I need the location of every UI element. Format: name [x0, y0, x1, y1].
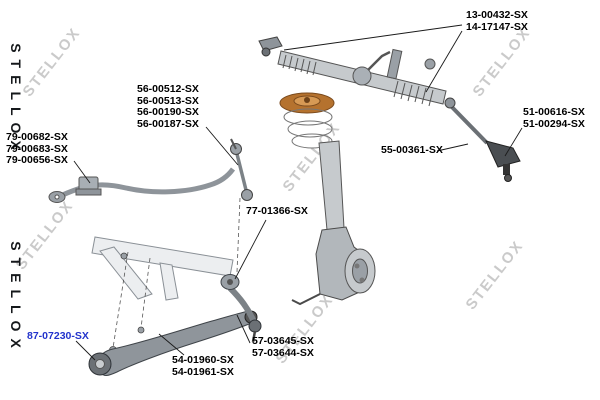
part-number[interactable]: 54-01961-SX: [172, 365, 234, 378]
part-number[interactable]: 13-00432-SX: [466, 9, 528, 21]
part-number[interactable]: 56-00513-SX: [137, 94, 199, 107]
label-group-control-arms-rear: 57-03645-SX 57-03644-SX: [252, 335, 314, 359]
part-number[interactable]: 57-03644-SX: [252, 346, 314, 359]
part-number[interactable]: 55-00361-SX: [381, 144, 443, 156]
part-number[interactable]: 56-00190-SX: [137, 106, 199, 119]
part-number[interactable]: 79-00656-SX: [6, 154, 68, 167]
part-number[interactable]: 56-00512-SX: [137, 83, 199, 95]
part-number[interactable]: 57-03645-SX: [252, 335, 314, 347]
alignment-dashed-lines: [112, 197, 241, 349]
part-number[interactable]: 14-17147-SX: [466, 20, 528, 33]
part-number-highlighted[interactable]: 87-07230-SX: [27, 330, 89, 342]
part-number[interactable]: 51-00294-SX: [523, 117, 585, 130]
part-number[interactable]: 54-01960-SX: [172, 354, 234, 366]
label-group-axial-rod: 55-00361-SX: [381, 144, 443, 157]
part-number[interactable]: 51-00616-SX: [523, 106, 585, 118]
part-number[interactable]: 77-01366-SX: [246, 205, 308, 217]
control-arm-rear-drawing: [220, 274, 262, 343]
part-number[interactable]: 56-00187-SX: [137, 117, 199, 130]
leader-lines: [73, 24, 523, 361]
label-group-stabilizer-links: 56-00512-SX 56-00513-SX 56-00190-SX 56-0…: [137, 83, 199, 130]
stabilizer-link-drawing: [230, 138, 253, 201]
part-number[interactable]: 79-00682-SX: [6, 131, 68, 143]
label-group-control-arm-highlighted: 87-07230-SX: [27, 330, 89, 343]
steering-rack-drawing: [258, 36, 447, 107]
subframe-drawing: [91, 236, 234, 301]
part-number[interactable]: 79-00683-SX: [6, 142, 68, 155]
label-group-arm-bushing: 77-01366-SX: [246, 205, 308, 218]
stabilizer-bar-drawing: [48, 167, 236, 203]
tie-rod-drawing: [444, 97, 521, 182]
label-group-steering-gear: 13-00432-SX 14-17147-SX: [466, 9, 528, 33]
label-group-stabilizer-bushings: 79-00682-SX 79-00683-SX 79-00656-SX: [6, 131, 68, 167]
strut-assembly-drawing: [279, 92, 376, 306]
label-group-control-arms-lower: 54-01960-SX 54-01961-SX: [172, 354, 234, 378]
label-group-tie-rod-ends: 51-00616-SX 51-00294-SX: [523, 106, 585, 130]
